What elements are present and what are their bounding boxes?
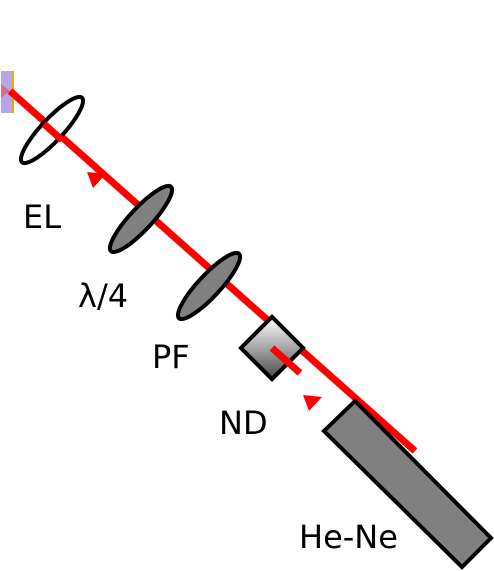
- beam-spot-marker: [1, 84, 10, 98]
- label-el: EL: [23, 198, 61, 236]
- he-ne-laser: [321, 398, 494, 570]
- beam-direction-arrow-lower: [303, 395, 322, 411]
- label-qwp: λ/4: [78, 277, 128, 315]
- label-pf: PF: [152, 338, 190, 376]
- beam-through-el: [41, 121, 65, 143]
- beam-through-nd: [269, 345, 303, 376]
- pf-lens: [175, 250, 243, 322]
- label-nd: ND: [219, 404, 268, 442]
- qwp-lens: [107, 183, 175, 255]
- label-he-ne: He-Ne: [299, 518, 398, 556]
- beam-direction-arrow-upper: [87, 172, 106, 188]
